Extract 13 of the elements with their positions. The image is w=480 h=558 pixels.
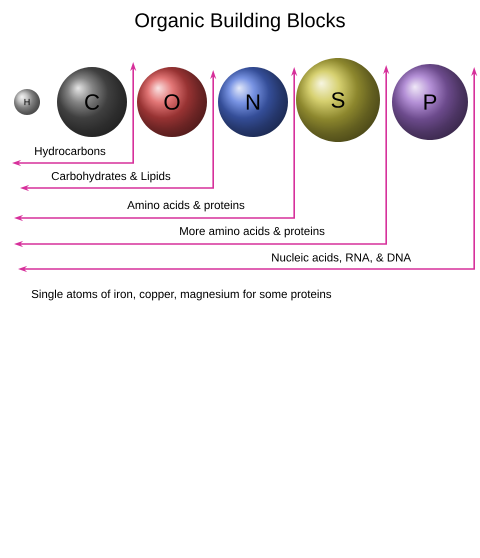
title: Organic Building Blocks: [135, 12, 345, 32]
atom-sphere: H: [24, 98, 30, 106]
atom-sphere: O: [164, 94, 180, 110]
atom-sphere: N: [246, 94, 260, 110]
atom-sphere: P: [424, 94, 436, 110]
edge-label: Nucleic acids, RNA, & DNA: [272, 253, 412, 263]
edge-label: Amino acids & proteins: [127, 200, 244, 212]
edge-label: More amino acids & proteins: [180, 226, 324, 238]
note: Single atoms of iron, copper, magnesium for some proteins: [32, 290, 332, 300]
atom-sphere: C: [85, 94, 100, 110]
edge-label: Carbohydrates & Lipids: [52, 172, 170, 182]
edge-label: Hydrocarbons: [35, 146, 106, 158]
atom-sphere: S: [332, 92, 344, 108]
